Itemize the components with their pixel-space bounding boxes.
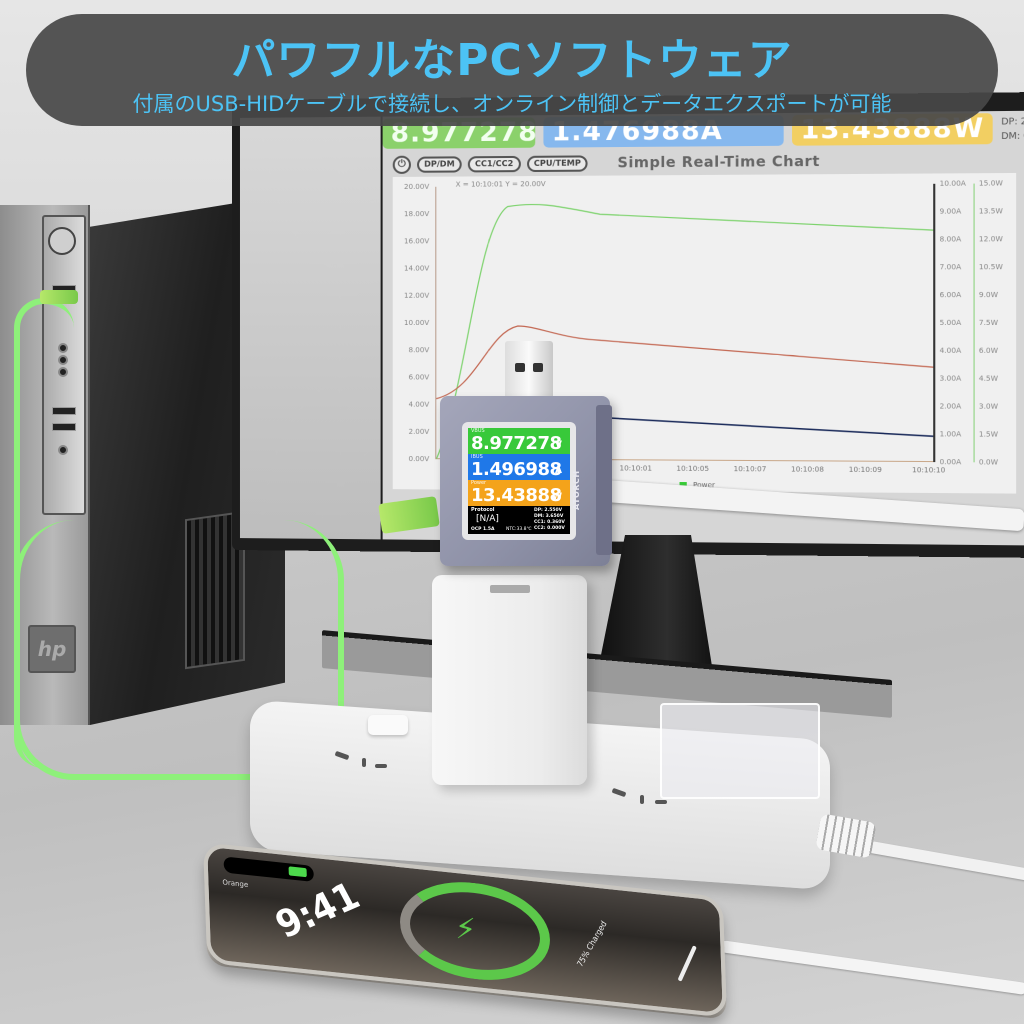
usb-charger-brick xyxy=(432,575,587,785)
tower-power-button[interactable] xyxy=(48,227,76,255)
cpu-temp-button[interactable]: CPU/TEMP xyxy=(526,155,589,173)
chart-title: Simple Real-Time Chart xyxy=(617,153,820,172)
usb-port-icon xyxy=(52,407,76,415)
socket-icon xyxy=(655,800,667,804)
tester-voltage-row: VBUS 8.977278 V xyxy=(468,428,570,454)
socket-icon xyxy=(640,795,644,804)
usb-a-port-icon xyxy=(490,585,530,593)
hp-logo-icon: hp xyxy=(28,625,76,673)
dp-dm-button[interactable]: DP/DM xyxy=(417,156,462,173)
audio-jack-icon xyxy=(58,367,68,377)
usb-tester-side xyxy=(596,405,612,555)
power-strip-switch[interactable] xyxy=(368,715,408,735)
tester-info-panel: Protocol [N/A] OCP 1.5A NTC:33.8℃ DP: 2.… xyxy=(471,507,565,532)
audio-jack-icon xyxy=(58,445,68,455)
usb-port-icon xyxy=(52,423,76,431)
socket-icon xyxy=(375,764,387,768)
monitor-blank-panel xyxy=(239,116,381,540)
mini-stats: DP: 2.077V CC1: 0.344V CPU:74.8.3 DM: 0.… xyxy=(1001,113,1024,144)
tester-power-value: 13.43888 xyxy=(471,485,562,506)
y-axis-power: 15.0W 13.5W 12.0W 10.5W 9.0W 7.5W 6.0W 4… xyxy=(973,179,1017,467)
software-toolbar: ⏻ DP/DM CC1/CC2 CPU/TEMP xyxy=(383,153,589,175)
protocol-value: [N/A] xyxy=(476,514,499,524)
tester-current-row: IBUS 1.496988 A xyxy=(468,454,570,480)
y-axis-voltage: 20.00V 18.00V 16.00V 14.00V 12.00V 10.00… xyxy=(404,182,430,464)
cc1-cc2-button[interactable]: CC1/CC2 xyxy=(467,155,521,173)
y-axis-current: 10.00A 9.00A 8.00A 7.00A 6.00A 5.00A 4.0… xyxy=(933,179,976,466)
socket-icon xyxy=(362,758,366,767)
green-usb-cable xyxy=(14,520,344,780)
usb-connector xyxy=(40,290,78,304)
tower-io-bay xyxy=(42,215,86,515)
stat-dm: DM: 0.000V xyxy=(1001,131,1024,143)
banner-subtitle: 付属のUSB-HIDケーブルで接続し、オンライン制御とデータエクスポートが可能 xyxy=(132,92,892,116)
tester-screen: VBUS 8.977278 V IBUS 1.496988 A Power 13… xyxy=(468,428,570,534)
tester-power-row: Power 13.43888 W xyxy=(468,480,570,506)
promo-banner: パワフルなPCソフトウェア 付属のUSB-HIDケーブルで接続し、オンライン制御… xyxy=(26,14,998,126)
tester-voltage-value: 8.977278 xyxy=(471,433,562,454)
battery-icon xyxy=(288,866,307,878)
stat-dp: DP: 2.077V xyxy=(1001,116,1024,128)
tester-current-value: 1.496988 xyxy=(471,459,562,480)
banner-title: パワフルなPCソフトウェア xyxy=(231,35,793,86)
socket-safety-cover xyxy=(660,703,820,799)
atorch-brand-label: ATORCH xyxy=(572,470,581,510)
usb-a-plug xyxy=(505,341,553,401)
bolt-icon: ⚡ xyxy=(454,910,477,949)
power-icon[interactable]: ⏻ xyxy=(392,155,411,174)
